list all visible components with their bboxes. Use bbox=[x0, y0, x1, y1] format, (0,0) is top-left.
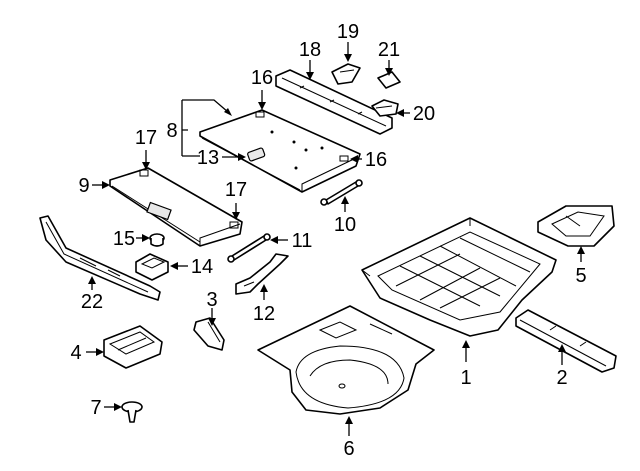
part-10-strut bbox=[320, 179, 363, 206]
callout-7: 7 bbox=[90, 397, 101, 419]
callout-18: 18 bbox=[299, 39, 321, 61]
callout-8: 8 bbox=[166, 120, 177, 142]
part-20-bracket bbox=[371, 99, 399, 117]
part-4-tray bbox=[103, 325, 163, 369]
callout-4: 4 bbox=[70, 342, 81, 364]
callout-12: 12 bbox=[253, 303, 275, 325]
callout-11: 11 bbox=[292, 230, 313, 252]
callout-1: 1 bbox=[460, 367, 471, 389]
callout-3: 3 bbox=[206, 289, 217, 311]
part-5-bracket bbox=[537, 205, 615, 247]
part-19-clip bbox=[331, 63, 361, 85]
part-2-rail bbox=[515, 309, 617, 373]
part-22-sill-trim bbox=[39, 215, 161, 301]
part-18-trim-panel bbox=[275, 69, 393, 135]
callout-21: 21 bbox=[378, 39, 400, 61]
part-9-tonneau-cover bbox=[109, 167, 243, 247]
callout-6: 6 bbox=[343, 438, 354, 460]
callout-16-right: 16 bbox=[365, 149, 387, 171]
callout-17-right: 17 bbox=[225, 179, 247, 201]
callout-14: 14 bbox=[191, 256, 213, 278]
callout-13: 13 bbox=[197, 147, 219, 169]
part-14-box bbox=[135, 253, 169, 281]
part-1-floor-pan bbox=[361, 217, 557, 337]
callout-19: 19 bbox=[337, 21, 359, 43]
part-7-knob bbox=[121, 401, 143, 423]
callout-2: 2 bbox=[556, 367, 567, 389]
callout-9: 9 bbox=[78, 175, 89, 197]
part-6-tire-well bbox=[257, 305, 435, 415]
callout-20: 20 bbox=[413, 103, 435, 125]
part-21-pad bbox=[377, 71, 401, 89]
callout-17-left: 17 bbox=[135, 127, 157, 149]
part-12-bracket bbox=[235, 253, 289, 295]
part-11-strut bbox=[227, 233, 271, 263]
part-3-pad bbox=[193, 317, 225, 351]
callout-22: 22 bbox=[81, 291, 103, 313]
leader-lines bbox=[86, 42, 585, 436]
callout-10: 10 bbox=[334, 214, 356, 236]
callout-labels: 1 2 3 4 5 6 7 8 9 10 11 12 13 14 15 16 1… bbox=[70, 21, 586, 460]
callout-15: 15 bbox=[113, 228, 135, 250]
part-15-cap bbox=[149, 233, 165, 247]
callout-5: 5 bbox=[575, 265, 586, 287]
callout-16-top: 16 bbox=[251, 67, 273, 89]
